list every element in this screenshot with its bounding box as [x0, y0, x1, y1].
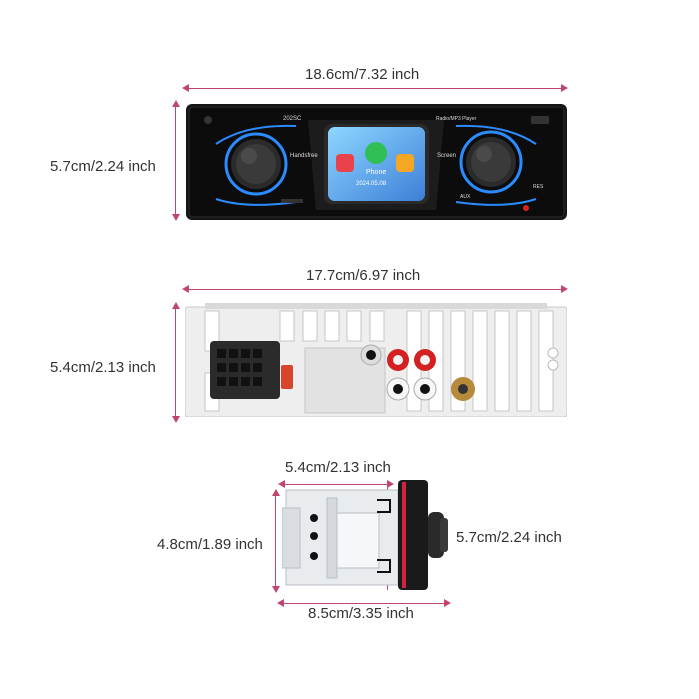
res-label: RES — [533, 184, 544, 190]
front-height-line — [175, 103, 176, 218]
side-height-arrow-down — [272, 586, 280, 593]
front-height-arrow-down — [172, 214, 180, 221]
player-label: Radio/MP3 Player — [436, 116, 477, 122]
screen-label: Screen — [437, 153, 457, 159]
side-length-arrow-left — [277, 599, 284, 607]
side-height-label: 4.8cm/1.89 inch — [157, 536, 263, 553]
side-depth-arrow-left — [278, 480, 285, 488]
front-height-label: 5.7cm/2.24 inch — [50, 158, 156, 175]
display-date: 2024.05.08 — [356, 181, 387, 187]
back-width-arrow-right — [561, 285, 568, 293]
side-depth-arrow-right — [387, 480, 394, 488]
side-length-label: 8.5cm/3.35 inch — [308, 605, 414, 622]
side-height-arrow-up — [272, 489, 280, 496]
aux-label: AUX — [460, 194, 471, 200]
radio-back-panel — [185, 303, 567, 417]
side-height-line — [275, 492, 276, 590]
side-length-arrow-right — [444, 599, 451, 607]
back-width-arrow-left — [182, 285, 189, 293]
side-length-line — [280, 603, 448, 604]
back-width-label: 17.7cm/6.97 inch — [306, 267, 421, 284]
back-width-line — [185, 289, 565, 290]
display-app-label: Phone — [366, 169, 387, 176]
model-label: 202SC — [283, 116, 302, 122]
back-height-arrow-up — [172, 302, 180, 309]
handsfree-label: Handsfree — [290, 153, 318, 159]
front-width-arrow-left — [182, 84, 189, 92]
front-width-arrow-right — [561, 84, 568, 92]
front-width-label: 18.6cm/7.32 inch — [305, 66, 420, 83]
side-front-height-label: 5.7cm/2.24 inch — [456, 529, 562, 546]
side-depth-label: 5.4cm/2.13 inch — [285, 459, 391, 476]
back-height-line — [175, 305, 176, 420]
front-width-line — [185, 88, 565, 89]
front-height-arrow-up — [172, 100, 180, 107]
radio-front-panel — [186, 104, 567, 220]
back-height-label: 5.4cm/2.13 inch — [50, 359, 156, 376]
back-height-arrow-down — [172, 416, 180, 423]
side-depth-line — [281, 484, 391, 485]
radio-side-profile — [282, 480, 448, 590]
